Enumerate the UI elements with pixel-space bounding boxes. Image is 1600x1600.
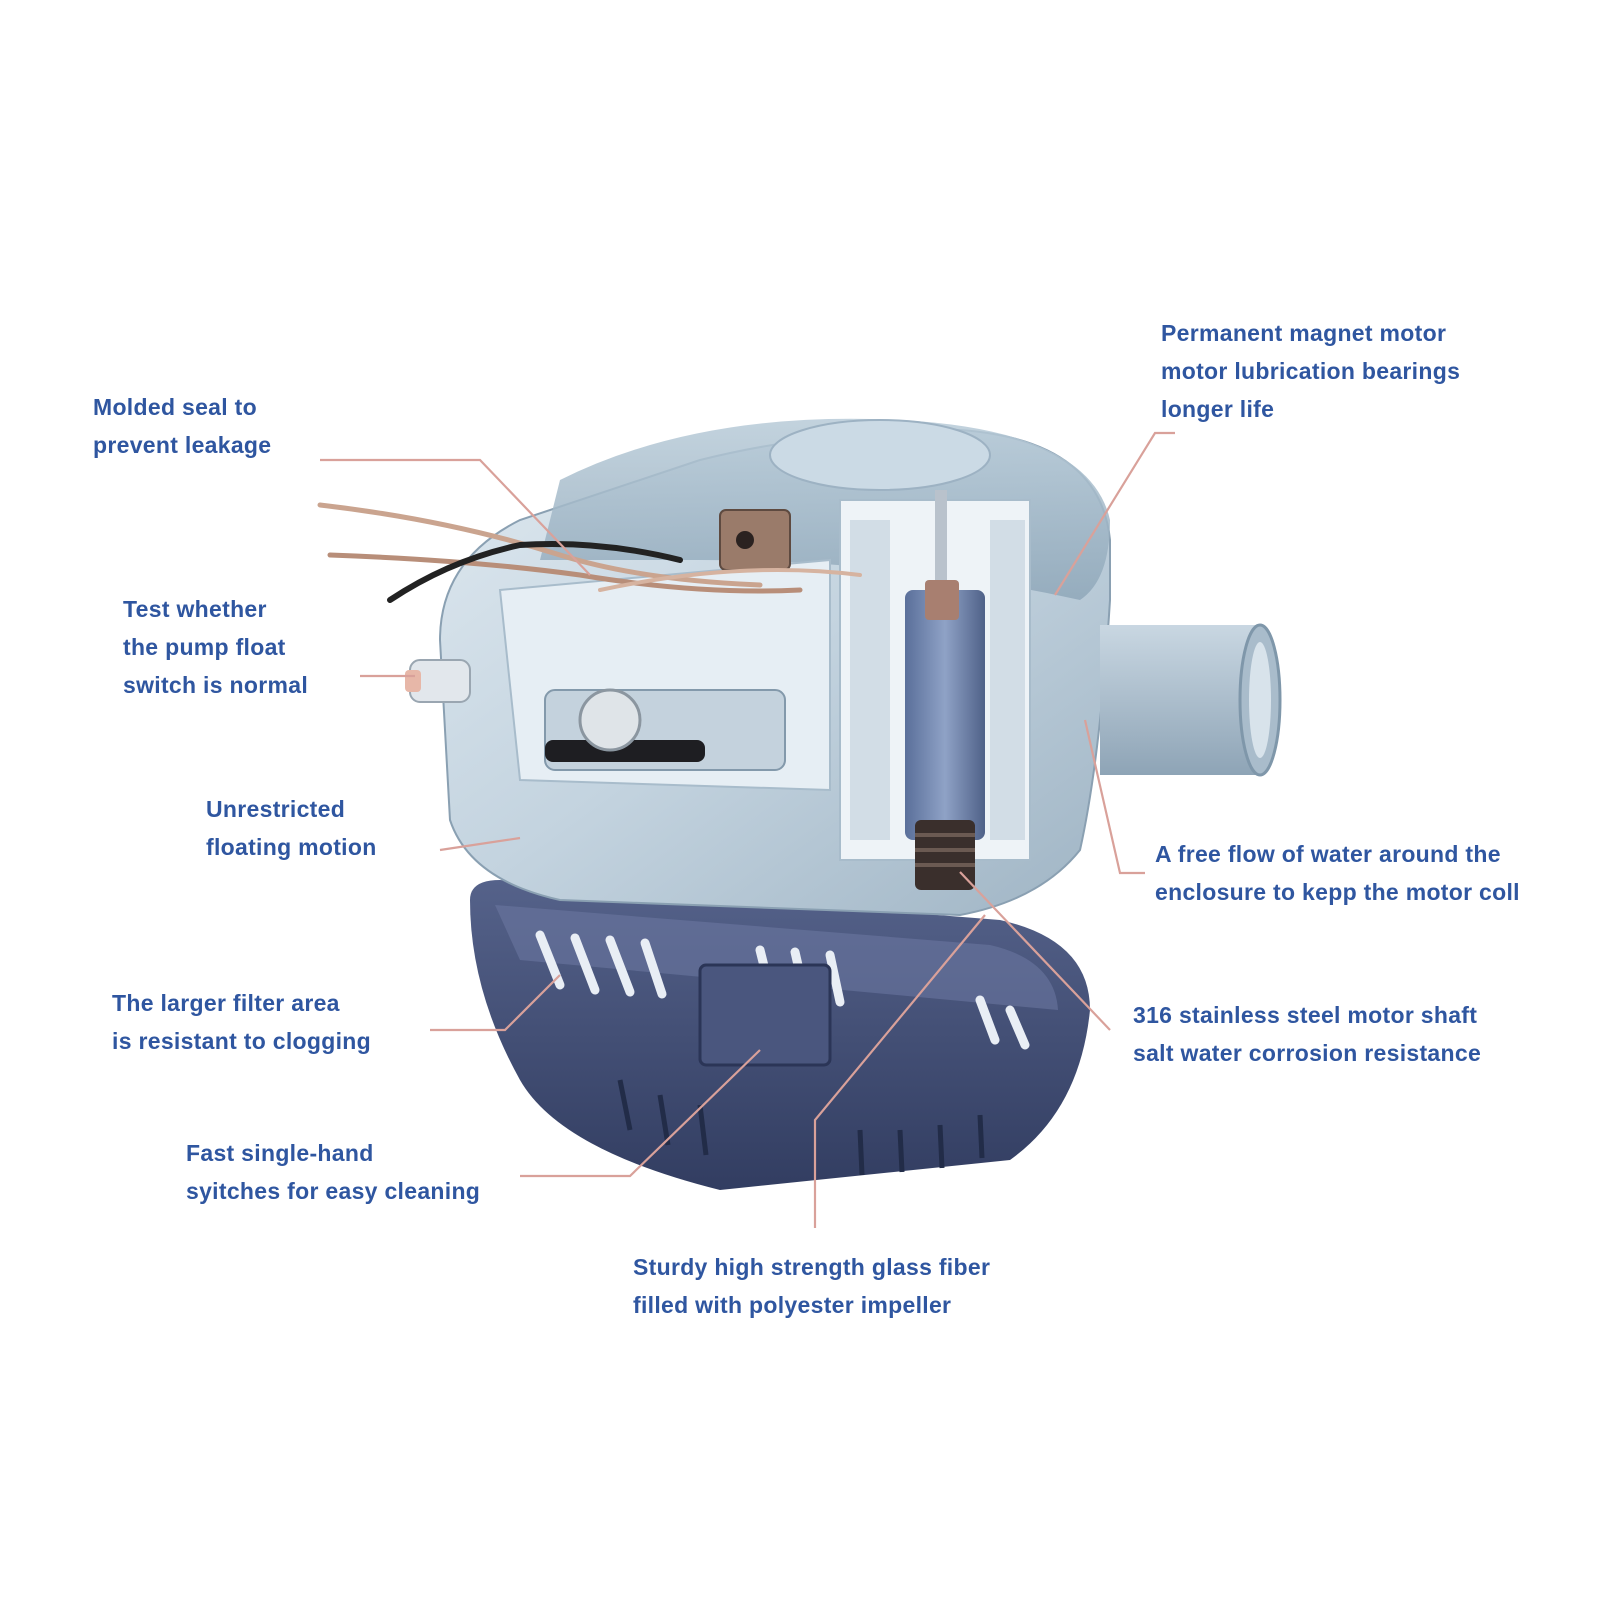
leader-motor-shaft [959,871,1111,1031]
callout-water-flow-line-1: A free flow of water around the [1155,841,1501,867]
callout-water-flow: A free flow of water around the enclosur… [1155,835,1520,911]
leader-magnet-motor [1054,431,1175,596]
leader-molded-seal [320,458,591,576]
leader-floating-motion [439,836,521,852]
callout-motor-shaft-line-2: salt water corrosion resistance [1133,1040,1482,1066]
callout-filter-area-line-1: The larger filter area [112,990,340,1016]
callout-magnet-motor-line-2: motor lubrication bearings [1161,358,1461,384]
callout-motor-shaft: 316 stainless steel motor shaft salt wat… [1133,996,1481,1072]
callout-motor-shaft-line-1: 316 stainless steel motor shaft [1133,1002,1478,1028]
callout-magnet-motor-line-1: Permanent magnet motor [1161,320,1447,346]
motor-shaft [935,490,947,600]
callout-float-test-line-2: the pump float [123,634,286,660]
callout-molded-seal: Molded seal to prevent leakage [93,388,271,464]
leader-filter-area [430,974,561,1032]
callout-float-test-line-3: switch is normal [123,672,309,698]
callout-molded-seal-line-1: Molded seal to [93,394,257,420]
test-button [405,659,471,703]
callout-filter-area: The larger filter area is resistant to c… [112,984,371,1060]
callout-single-hand-line-2: syitches for easy cleaning [186,1178,481,1204]
callout-impeller-line-2: filled with polyester impeller [633,1292,952,1318]
leader-water-flow [1083,719,1145,875]
callout-floating-motion-line-1: Unrestricted [206,796,346,822]
motor-armature [905,590,985,840]
callout-molded-seal-line-2: prevent leakage [93,432,272,458]
callout-filter-area-line-2: is resistant to clogging [112,1028,371,1054]
callout-floating-motion: Unrestricted floating motion [206,790,377,866]
strainer-ribs [617,1079,985,1176]
leader-impeller [813,914,986,1228]
callout-impeller-line-1: Sturdy high strength glass fiber [633,1254,991,1280]
callout-magnet-motor-line-3: longer life [1161,396,1275,422]
callout-float-test: Test whether the pump float switch is no… [123,590,308,704]
strainer-base [470,880,1090,1190]
callout-single-hand-line-1: Fast single-hand [186,1140,374,1166]
leader-lines [320,431,1175,1228]
callout-magnet-motor: Permanent magnet motor motor lubrication… [1161,314,1460,428]
callout-water-flow-line-2: enclosure to kepp the motor coll [1155,879,1520,905]
callout-float-test-line-1: Test whether [123,596,267,622]
callout-single-hand: Fast single-hand syitches for easy clean… [186,1134,480,1210]
pump-housing [405,418,1282,917]
power-wires [317,502,862,603]
leader-single-hand [520,1049,761,1178]
float-switch [544,509,791,771]
callout-impeller: Sturdy high strength glass fiber filled … [633,1248,990,1324]
callout-floating-motion-line-2: floating motion [206,834,377,860]
